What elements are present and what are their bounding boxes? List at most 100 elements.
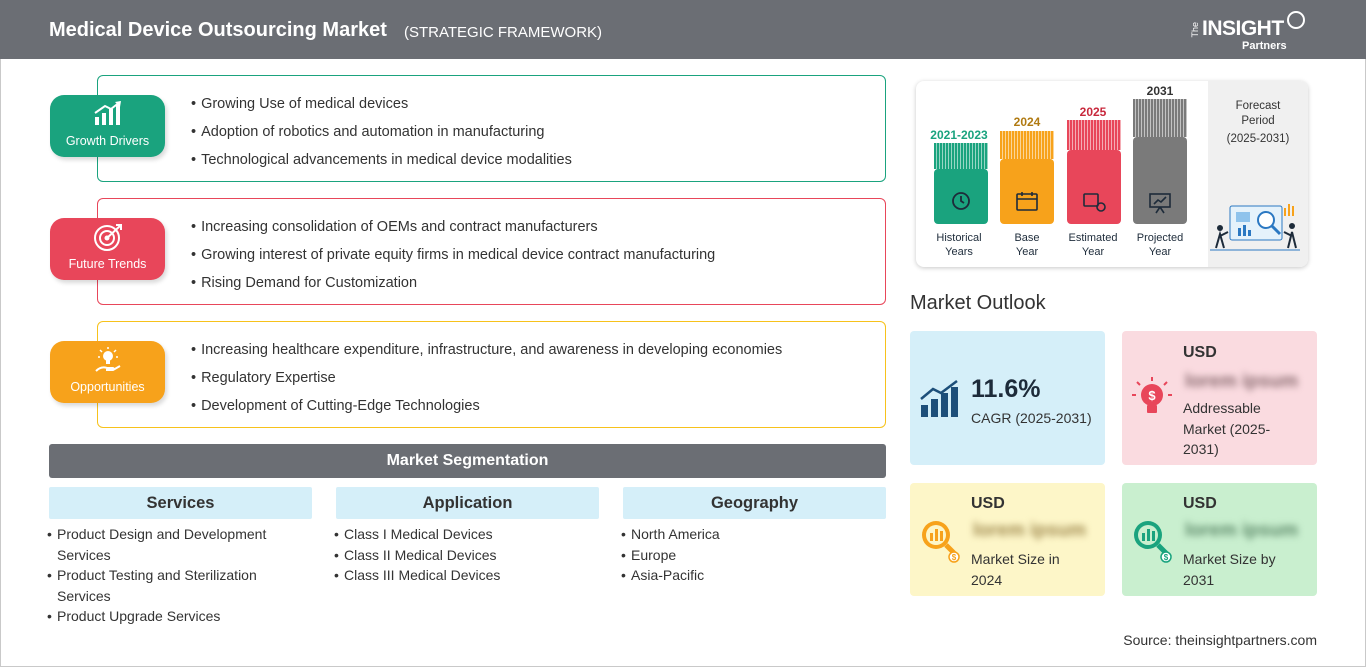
caption-line-2: Year [1081,246,1105,258]
market-outlook-title: Market Outlook [910,292,1046,314]
size-2031-label: Market Size by 2031 [1183,551,1276,588]
opportunities-badge: Opportunities [50,341,165,403]
cagr-card: 11.6% CAGR (2025-2031) [910,331,1105,465]
future-trends-label: Future Trends [68,257,147,271]
source-credit[interactable]: Source: theinsightpartners.com [1123,632,1317,648]
list-item: Regulatory Expertise [191,369,782,397]
size-2024-currency: USD [971,495,1005,512]
caption-line-2: Year [1015,246,1039,258]
growth-drivers-badge: Growth Drivers [50,95,165,157]
geography-list: North America Europe Asia-Pacific [621,524,886,586]
forecast-line-1: Forecast [1235,100,1281,112]
addressable-value: lorem ipsum [1185,371,1298,392]
growth-drivers-label: Growth Drivers [65,134,150,148]
list-item: Growing Use of medical devices [191,95,572,123]
year-label: 2024 [1013,115,1041,129]
list-item: Growing interest of private equity firms… [191,246,715,274]
magnifier-chart-icon: $ [1134,521,1172,563]
list-item: Product Testing and Sterilization Servic… [47,565,312,606]
calendar-icon [1016,192,1038,211]
timeline-bar-estimated [1067,150,1121,224]
forecast-line-3: (2025-2031) [1226,133,1290,145]
services-list: Product Design and Development Services … [47,524,312,627]
growth-chart-icon [94,101,121,125]
insight-partners-logo[interactable]: The INSIGHT Partners [1190,11,1310,53]
size-2031-value: lorem ipsum [1185,520,1298,541]
segmentation-title: Market Segmentation [49,444,886,478]
timeline-caption: Estimated Year [1053,231,1133,259]
cagr-value: 11.6% [971,375,1041,403]
list-item: Increasing healthcare expenditure, infra… [191,341,782,369]
target-icon [94,224,122,251]
list-item: Product Design and Development Services [47,524,312,565]
future-trends-list: Increasing consolidation of OEMs and con… [191,218,715,302]
list-item: Adoption of robotics and automation in m… [191,123,572,151]
list-item: Development of Cutting-Edge Technologies [191,397,782,425]
list-item: Class II Medical Devices [334,545,599,566]
analytics-illustration-icon [1210,204,1300,251]
timeline-bar-base [1000,159,1054,224]
page-subtitle: (STRATEGIC FRAMEWORK) [404,24,603,41]
size-2031-currency: USD [1183,495,1217,512]
growth-drivers-box: Growing Use of medical devices Adoption … [97,75,886,182]
caption-line-1: Projected [1136,232,1184,244]
forecast-period: Forecast Period (2025-2031) [1208,99,1308,147]
forecast-line-2: Period [1241,115,1275,127]
list-item: Increasing consolidation of OEMs and con… [191,218,715,246]
logo-the: The [1190,22,1200,38]
header-bar: Medical Device Outsourcing Market (STRAT… [0,0,1366,59]
addressable-market-card: $ USD lorem ipsum Addressable Market (20… [1122,331,1317,465]
timeline-bar-cap [1067,120,1121,150]
timeline-bar-historical [934,169,988,224]
list-item: Technological advancements in medical de… [191,151,572,179]
cagr-label: CAGR (2025-2031) [971,410,1092,426]
svg-text:$: $ [1164,553,1169,562]
caption-line-1: Base [1014,232,1040,244]
future-trends-box: Increasing consolidation of OEMs and con… [97,198,886,305]
year-label: 2021-2023 [930,128,988,142]
year-label: 2025 [1079,105,1107,119]
list-item: Europe [621,545,886,566]
market-size-2024-card: $ USD lorem ipsum Market Size in 2024 [910,483,1105,596]
opportunities-label: Opportunities [70,380,145,394]
size-2024-value: lorem ipsum [973,520,1086,541]
opportunities-list: Increasing healthcare expenditure, infra… [191,341,782,425]
timeline-bar-cap [1133,99,1187,137]
list-item: Class III Medical Devices [334,565,599,586]
year-label: 2031 [1146,84,1174,98]
logo-insight: INSIGHT [1202,17,1284,40]
timeline-caption: Historical Years [919,231,999,259]
list-item: Class I Medical Devices [334,524,599,545]
caption-line-1: Historical [936,232,982,244]
logo-ring-icon [1287,11,1305,29]
segment-heading-application: Application [336,487,599,519]
segment-heading-services: Services [49,487,312,519]
caption-line-2: Year [1148,246,1172,258]
list-item: Product Upgrade Services [47,606,312,627]
opportunities-box: Increasing healthcare expenditure, infra… [97,321,886,428]
lightbulb-dollar-icon: $ [1132,377,1172,413]
addressable-currency: USD [1183,344,1217,361]
timeline-bar-cap [934,143,988,169]
list-item: Asia-Pacific [621,565,886,586]
history-icon [952,192,970,210]
page-title: Medical Device Outsourcing Market [49,19,387,41]
list-item: Rising Demand for Customization [191,274,715,302]
timeline-caption: Base Year [987,231,1067,259]
magnifier-chart-icon: $ [922,521,960,563]
presentation-icon [1149,193,1171,214]
timeline-caption: Projected Year [1120,231,1200,259]
addressable-label: Addressable Market (2025-2031) [1183,400,1271,457]
growth-drivers-list: Growing Use of medical devices Adoption … [191,95,572,179]
application-list: Class I Medical Devices Class II Medical… [334,524,599,586]
caption-line-1: Estimated [1068,232,1118,244]
timeline-bar-projected [1133,137,1187,224]
list-item: North America [621,524,886,545]
timeline-bar-cap [1000,131,1054,159]
growth-chart-icon [920,380,958,417]
segment-heading-geography: Geography [623,487,886,519]
svg-text:$: $ [952,553,957,562]
logo-partners: Partners [1242,40,1287,52]
svg-text:$: $ [1148,388,1156,403]
caption-line-2: Years [945,246,973,258]
